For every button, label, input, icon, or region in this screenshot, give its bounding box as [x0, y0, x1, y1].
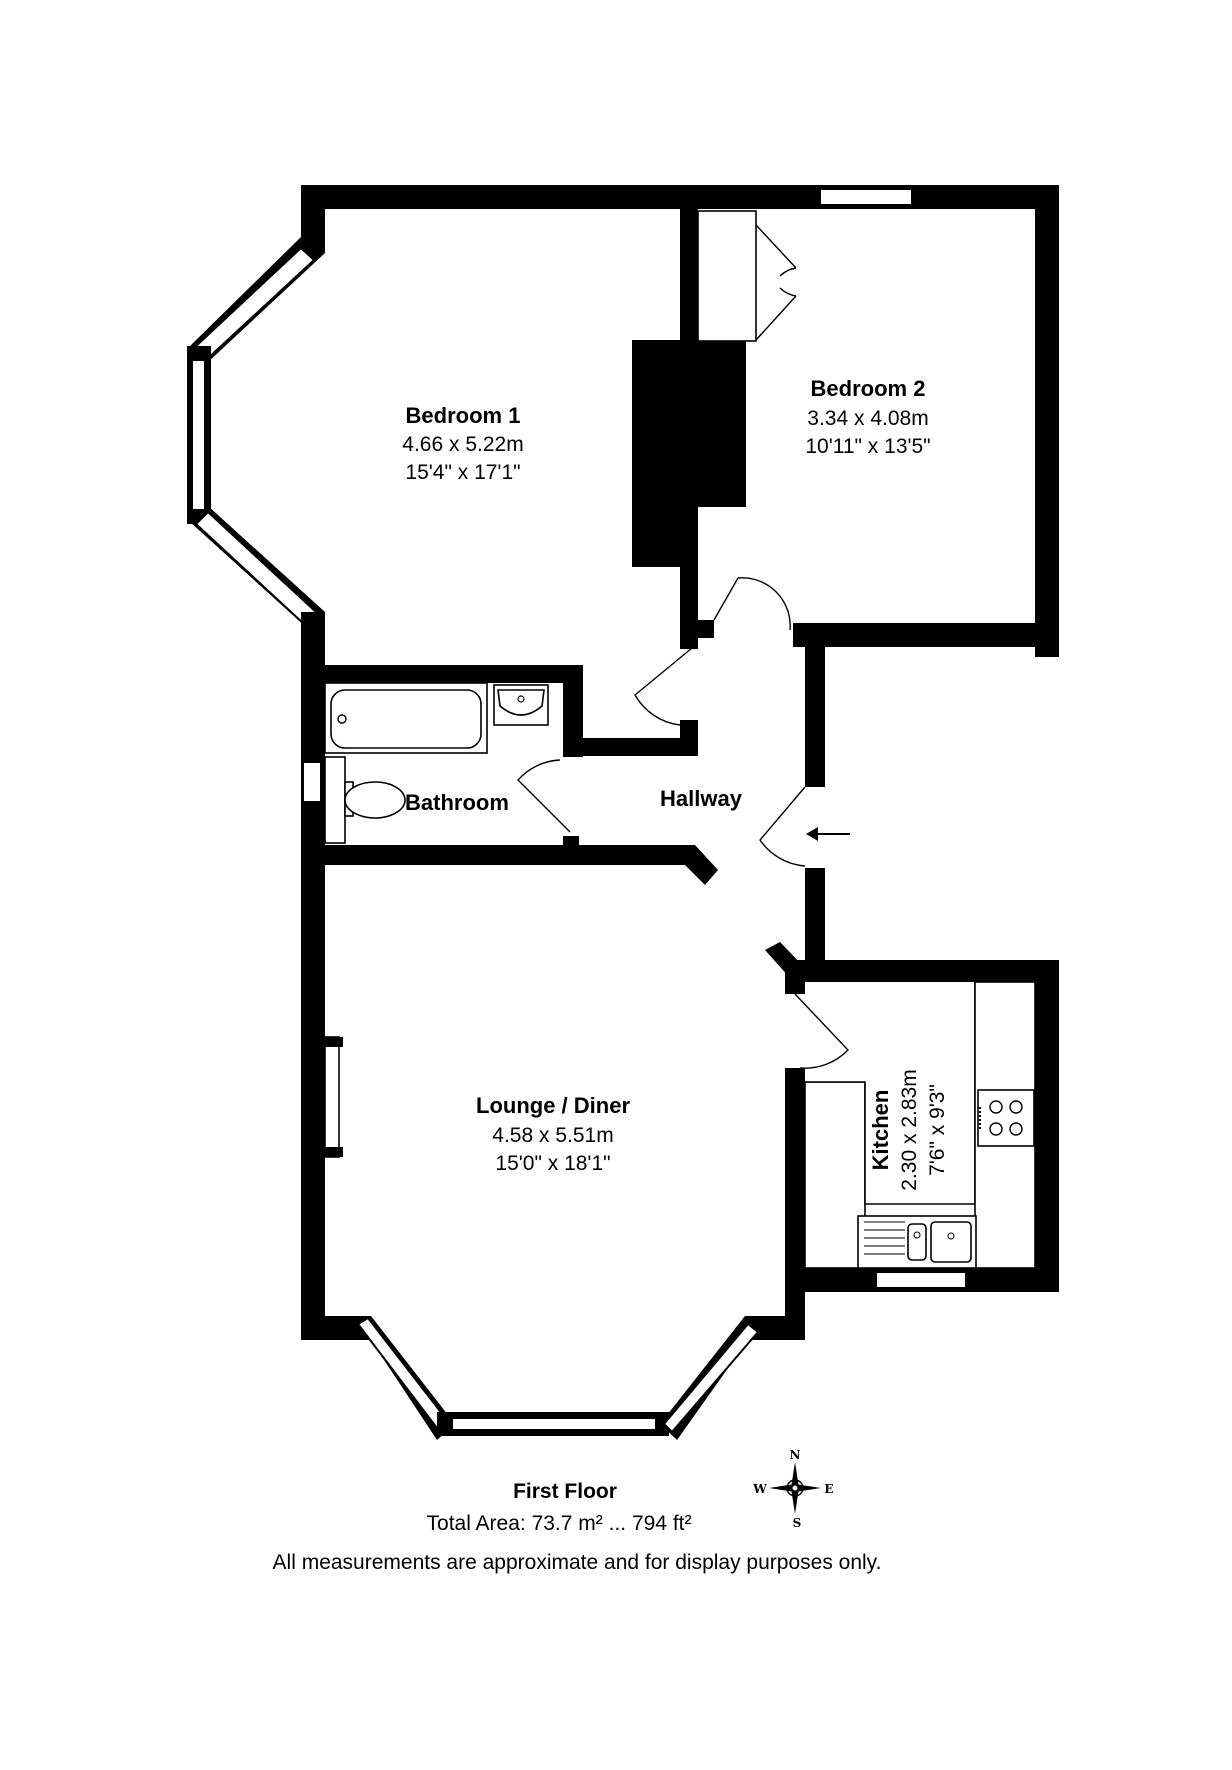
hallway-name: Hallway [660, 786, 743, 811]
entrance-arrow-icon [806, 827, 850, 841]
bedroom1-metric: 4.66 x 5.22m [402, 433, 523, 456]
walls [301, 185, 1059, 1340]
kitchen-imperial: 7'6" x 9'3" [926, 1084, 949, 1176]
lounge-imperial: 15'0" x 18'1" [495, 1152, 610, 1175]
room-label-bedroom1: Bedroom 1 4.66 x 5.22m 15'4" x 17'1" [402, 403, 523, 484]
bedroom2-metric: 3.34 x 4.08m [807, 407, 928, 430]
room-label-bedroom2: Bedroom 2 3.34 x 4.08m 10'11" x 13'5" [805, 376, 930, 458]
compass-n: N [790, 1448, 801, 1462]
bathroom-name: Bathroom [405, 790, 509, 815]
bedroom2-imperial: 10'11" x 13'5" [805, 435, 930, 458]
lounge-name: Lounge / Diner [476, 1093, 630, 1118]
compass-icon: N S W E [752, 1448, 833, 1530]
total-area: Total Area: 73.7 m² ... 794 ft² [427, 1512, 692, 1535]
kitchen-sink [857, 1215, 977, 1269]
compass-s: S [793, 1516, 802, 1530]
room-label-kitchen: Kitchen 2.30 x 2.83m 7'6" x 9'3" [868, 1069, 949, 1190]
fireplace [324, 1036, 343, 1158]
toilet [324, 756, 406, 844]
lounge-metric: 4.58 x 5.51m [492, 1124, 613, 1147]
floor-title: First Floor [513, 1480, 617, 1503]
wardrobe [697, 210, 797, 342]
bedroom1-imperial: 15'4" x 17'1" [405, 461, 520, 484]
kitchen-units [804, 981, 1036, 1269]
compass-e: E [824, 1482, 833, 1496]
windows [302, 188, 967, 1289]
bay-window-lounge [355, 1316, 765, 1440]
bathtub [324, 682, 488, 754]
bedroom1-name: Bedroom 1 [406, 403, 521, 428]
bedroom2-name: Bedroom 2 [811, 376, 926, 401]
disclaimer: All measurements are approximate and for… [273, 1551, 882, 1574]
kitchen-metric: 2.30 x 2.83m [898, 1069, 921, 1190]
wash-basin [493, 684, 549, 726]
compass-w: W [752, 1482, 767, 1496]
doors [517, 577, 849, 1069]
room-label-lounge: Lounge / Diner 4.58 x 5.51m 15'0" x 18'1… [476, 1093, 630, 1175]
bay-window-bedroom1 [187, 237, 325, 632]
kitchen-name: Kitchen [868, 1090, 893, 1171]
